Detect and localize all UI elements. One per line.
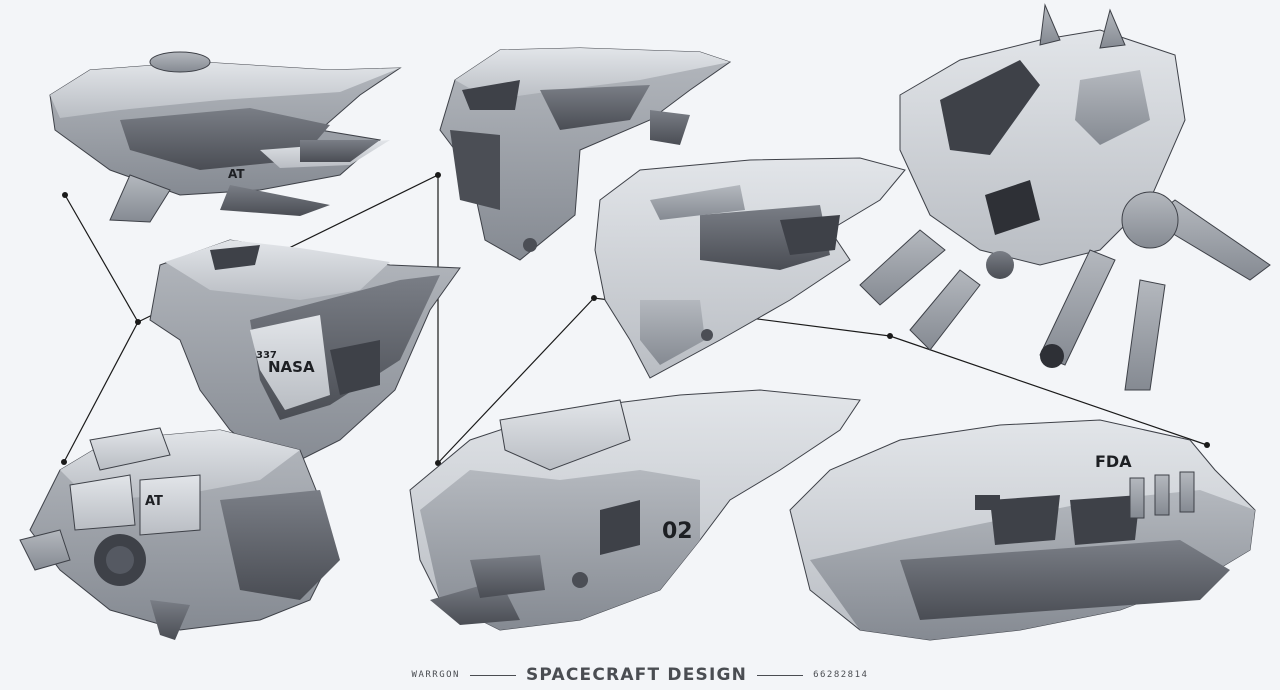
ship-middle-left — [149, 239, 461, 471]
sheet-code: 66282814 — [813, 670, 869, 680]
decal-nasa-number: 337 — [256, 350, 277, 361]
ship-top-center — [439, 47, 732, 261]
caption-bar: WARRGON SPACECRAFT DESIGN 66282814 — [0, 662, 1280, 688]
ship-middle-center — [594, 157, 906, 379]
ship-top-left — [49, 51, 402, 223]
decal-nasa-logo: NASA — [268, 358, 315, 376]
decal-fda-logo: FDA — [1095, 452, 1132, 471]
ship-bottom-center — [409, 389, 861, 631]
ship-top-right — [859, 3, 1271, 391]
caption-divider-right — [757, 674, 804, 676]
decal-at-lower: AT — [145, 494, 163, 509]
decal-hull-number: 02 — [662, 519, 693, 544]
ship-bottom-right — [789, 419, 1256, 641]
artist-name: WARRGON — [411, 670, 460, 680]
callout-dots — [61, 172, 1210, 466]
sheet-title: SPACECRAFT DESIGN — [525, 665, 748, 685]
ship-bottom-left — [19, 427, 340, 640]
caption-divider-left — [469, 674, 516, 676]
decal-at-upper: AT — [228, 167, 245, 181]
